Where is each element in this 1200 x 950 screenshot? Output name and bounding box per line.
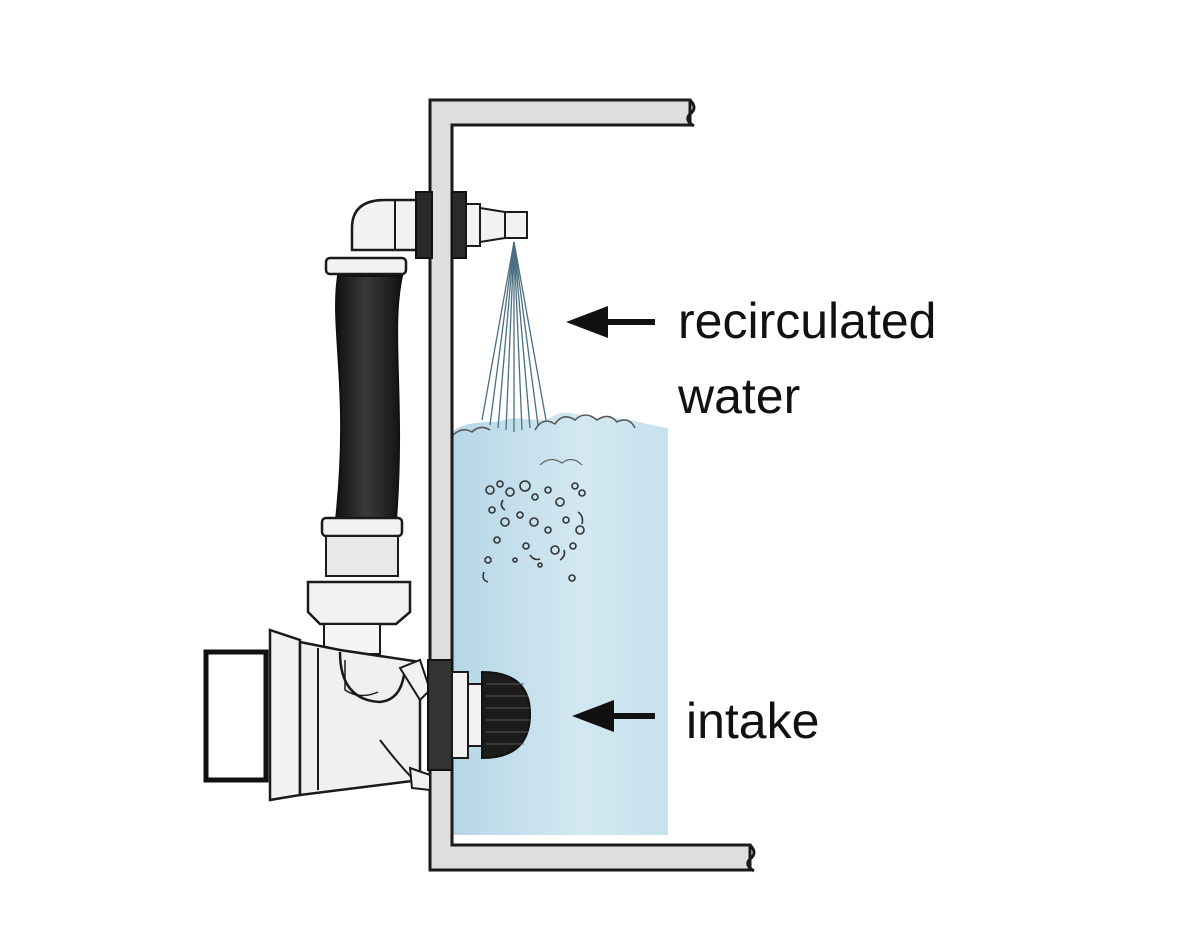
bubbles — [482, 480, 586, 583]
water-fill — [452, 412, 668, 835]
spray-stream — [481, 241, 547, 432]
elbow-fitting — [350, 198, 422, 252]
label-recirculated: recirculated — [678, 293, 937, 349]
left-arrow-icon — [572, 700, 655, 732]
tank-wall-outline — [428, 98, 752, 872]
return-bulkhead-fitting — [415, 191, 528, 259]
union-nut — [306, 580, 412, 626]
wall-break-bottom — [746, 843, 756, 873]
pump-body — [203, 628, 432, 802]
wall-break-top — [686, 98, 696, 128]
intake-strainer — [481, 670, 532, 760]
foam-lower — [539, 458, 583, 466]
water-body — [451, 412, 668, 835]
foam-line — [534, 414, 636, 431]
hose-clamp-bottom — [320, 516, 404, 538]
intake-fitting — [427, 659, 532, 771]
hose — [334, 275, 404, 521]
foam-line-left — [451, 426, 491, 437]
pump-inlet-square — [203, 649, 269, 783]
hose-clamp-top — [324, 256, 408, 276]
tank-wall — [428, 98, 756, 873]
spray-nozzle — [504, 211, 528, 239]
label-intake: intake — [686, 693, 820, 749]
label-water: water — [678, 368, 801, 424]
left-arrow-icon — [566, 306, 655, 338]
return-hose-assembly — [306, 198, 422, 655]
hose-adapter — [325, 535, 399, 577]
